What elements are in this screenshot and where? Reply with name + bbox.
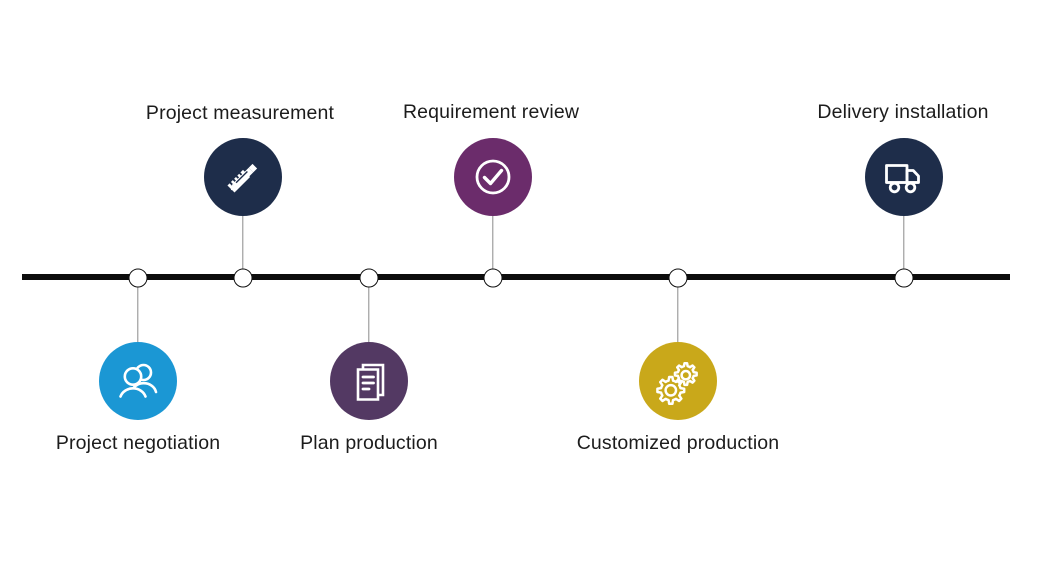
step-label-project-measurement: Project measurement: [145, 102, 335, 124]
step-label-requirement-review: Requirement review: [402, 101, 580, 123]
users-group-icon: [115, 358, 161, 404]
step-label-plan-production: Plan production: [300, 432, 438, 454]
documents-stack-icon: [347, 359, 391, 403]
timeline-node-2[interactable]: [233, 268, 253, 288]
connector-step-6: [903, 216, 905, 278]
step-icon-requirement-review[interactable]: [454, 138, 532, 216]
step-label-project-negotiation: Project negotiation: [55, 432, 221, 454]
timeline-node-5[interactable]: [668, 268, 688, 288]
step-icon-project-negotiation[interactable]: [99, 342, 177, 420]
connector-step-1: [137, 278, 139, 342]
step-icon-customized-production[interactable]: [639, 342, 717, 420]
step-icon-project-measurement[interactable]: [204, 138, 282, 216]
gears-icon: [654, 357, 702, 405]
connector-step-4: [492, 216, 494, 278]
timeline-node-4[interactable]: [483, 268, 503, 288]
timeline-axis: [22, 274, 1010, 280]
timeline-node-6[interactable]: [894, 268, 914, 288]
step-icon-delivery-installation[interactable]: [865, 138, 943, 216]
timeline-node-3[interactable]: [359, 268, 379, 288]
step-label-delivery-installation: Delivery installation: [817, 101, 989, 123]
connector-step-5: [677, 278, 679, 342]
connector-step-3: [368, 278, 370, 342]
connector-step-2: [242, 216, 244, 278]
timeline-node-1[interactable]: [128, 268, 148, 288]
step-label-customized-production: Customized production: [576, 432, 780, 454]
step-icon-plan-production[interactable]: [330, 342, 408, 420]
check-circle-icon: [469, 153, 517, 201]
delivery-truck-icon: [881, 154, 927, 200]
pencil-ruler-icon: [220, 154, 266, 200]
